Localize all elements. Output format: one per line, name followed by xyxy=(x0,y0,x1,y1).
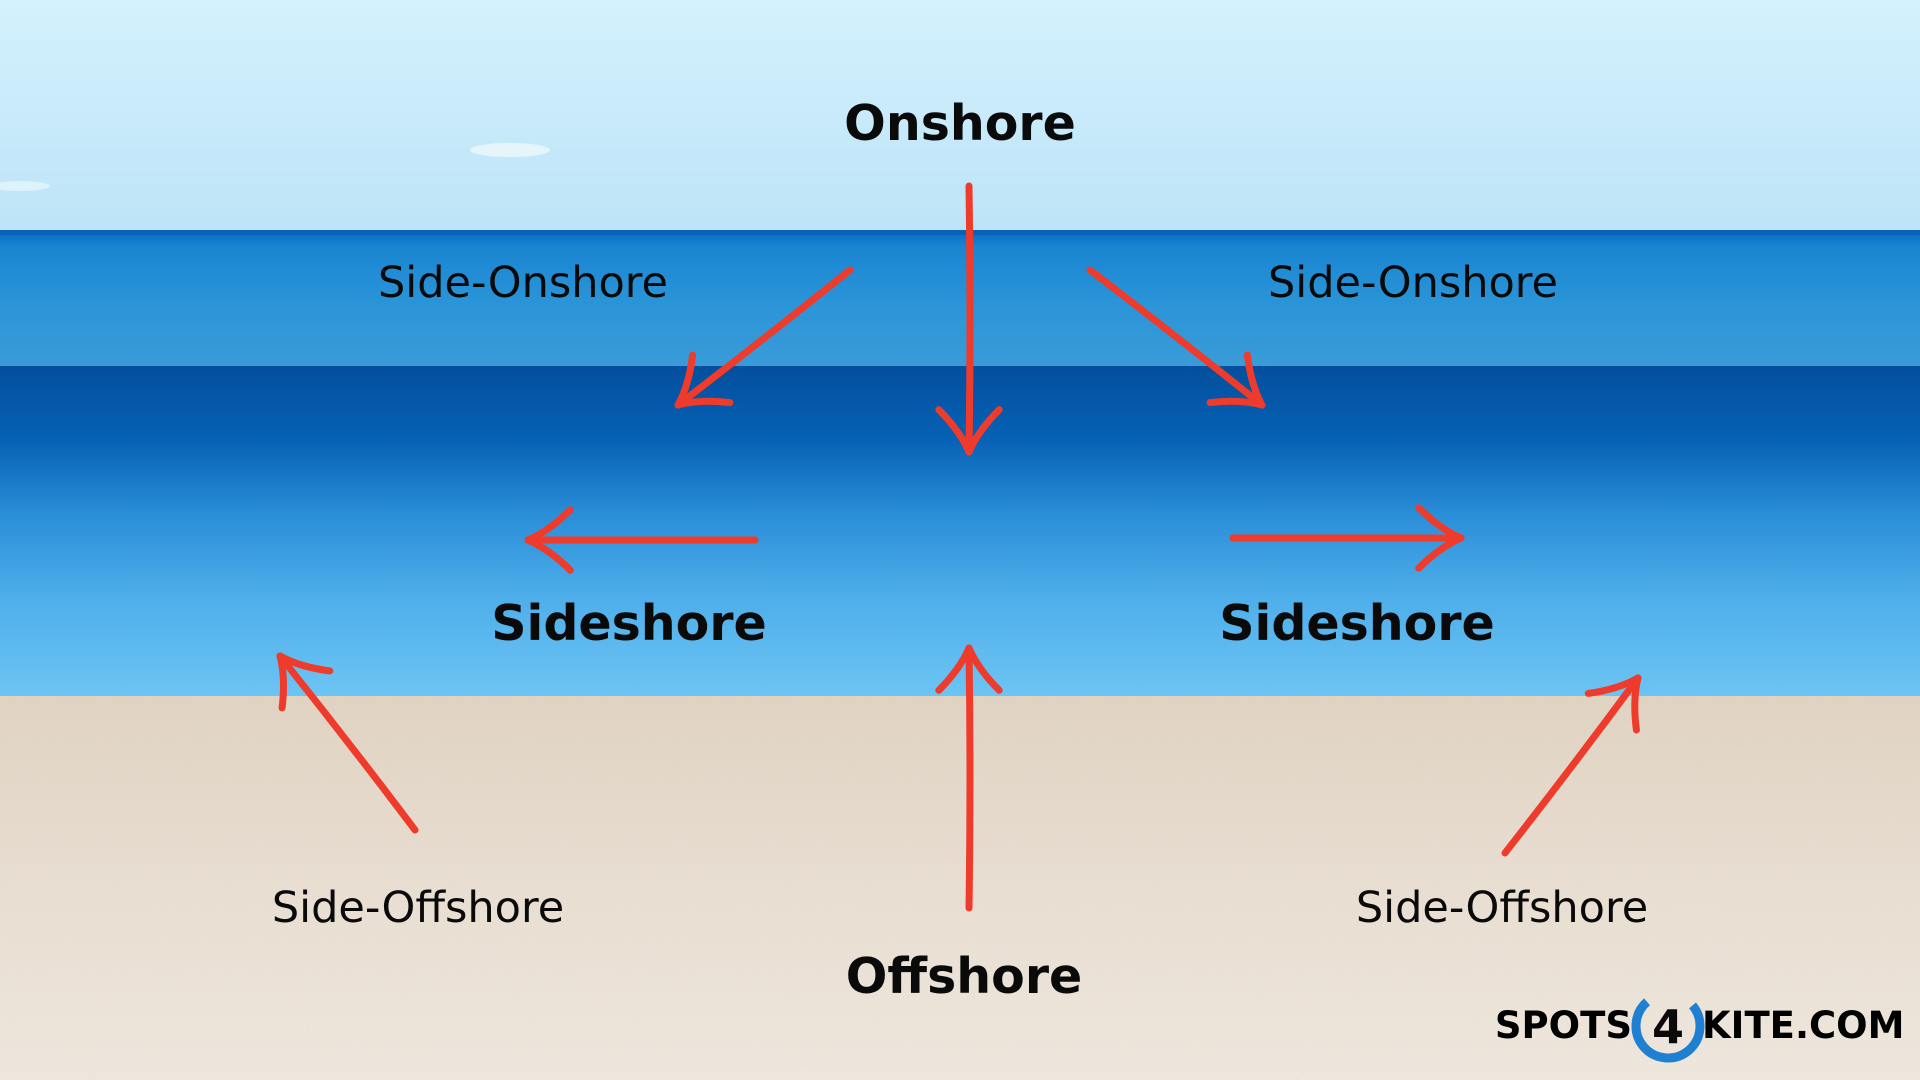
arrow-side-onshore-left xyxy=(674,266,854,409)
arrow-onshore-barb xyxy=(965,406,1003,456)
arrow-side-offshore-right-barb xyxy=(1584,674,1642,697)
label-sideshore-right: Sideshore xyxy=(1219,595,1495,652)
arrow-side-onshore-left-barb xyxy=(674,397,734,409)
cloud xyxy=(0,181,50,191)
label-offshore: Offshore xyxy=(846,948,1082,1005)
arrow-side-offshore-left-shaft xyxy=(276,652,419,834)
arrow-sideshore-left-barb xyxy=(524,536,574,574)
wind-arrows xyxy=(276,182,1642,912)
arrow-side-offshore-left xyxy=(276,652,419,834)
label-side-onshore-right: Side-Onshore xyxy=(1268,258,1558,308)
label-side-offshore-right: Side-Offshore xyxy=(1356,883,1648,933)
arrow-side-onshore-right-shaft xyxy=(1086,266,1266,409)
arrow-sideshore-right xyxy=(1229,504,1465,572)
arrow-onshore-shaft xyxy=(965,182,974,456)
horizon-line xyxy=(0,230,1920,235)
near-sea xyxy=(0,366,1920,696)
arrow-side-onshore-left-shaft xyxy=(674,266,854,409)
label-sideshore-left: Sideshore xyxy=(491,595,767,652)
arrow-side-offshore-right-shaft xyxy=(1501,674,1642,857)
arrow-offshore-shaft xyxy=(965,644,974,912)
arrow-side-onshore-right-barb xyxy=(1206,397,1266,409)
logo-swirl-icon xyxy=(1631,989,1705,1063)
arrow-offshore xyxy=(935,644,1003,912)
arrow-side-offshore-right-barb xyxy=(1631,674,1642,734)
label-onshore: Onshore xyxy=(844,95,1076,152)
arrow-side-offshore-left-barb xyxy=(276,652,288,712)
sand-texture xyxy=(0,696,1920,1080)
cloud xyxy=(470,143,550,157)
spots4kite-logo: SPOTS 4 KITE.COM xyxy=(1495,989,1904,1063)
arrow-side-onshore-right-barb xyxy=(1243,351,1266,409)
sky xyxy=(0,0,1920,232)
far-sea xyxy=(0,232,1920,366)
logo-text-kite: KITE.COM xyxy=(1702,1004,1904,1047)
label-side-offshore-left: Side-Offshore xyxy=(272,883,564,933)
arrow-onshore xyxy=(935,182,1003,456)
logo-text-spots: SPOTS xyxy=(1495,1004,1632,1047)
arrow-offshore-barb xyxy=(935,644,973,694)
arrow-side-onshore-right xyxy=(1086,266,1266,409)
label-side-onshore-left: Side-Onshore xyxy=(378,258,668,308)
arrow-sideshore-left xyxy=(524,506,759,574)
arrow-sideshore-right-barb xyxy=(1415,504,1465,542)
arrow-side-offshore-right xyxy=(1501,674,1642,857)
logo-digit: 4 xyxy=(1652,1000,1684,1054)
